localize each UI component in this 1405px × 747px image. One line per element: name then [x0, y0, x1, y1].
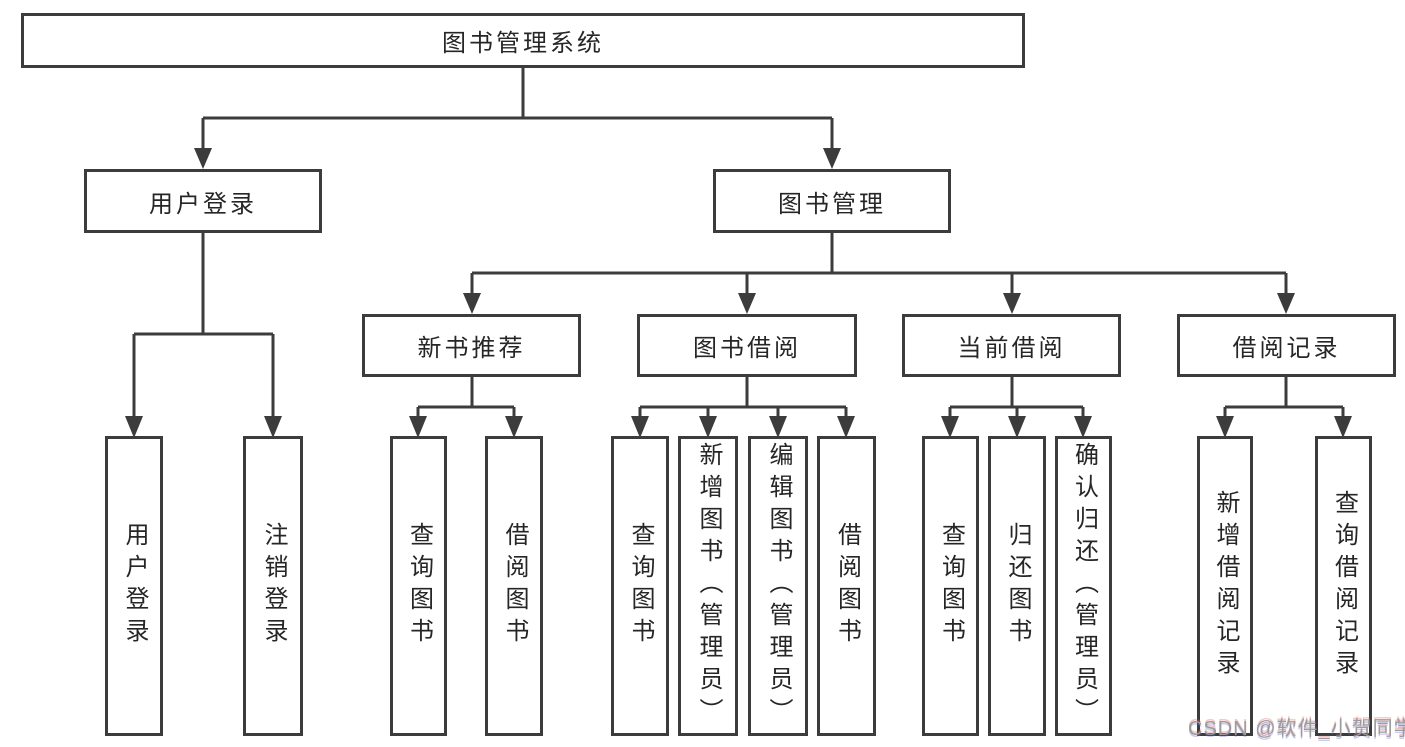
- node-borrow-records-label: 借阅记录: [1232, 335, 1341, 362]
- leaf-query-books-recommend: 查询图书: [390, 436, 447, 736]
- node-book-management: 图书管理: [713, 169, 951, 233]
- leaf-user-login-label: 用户登录: [121, 522, 148, 650]
- leaf-borrow-books-recommend: 借阅图书: [485, 436, 543, 736]
- csdn-watermark: CSDN @软件_小贺同学: [1188, 718, 1405, 740]
- node-new-book-recommend: 新书推荐: [362, 314, 581, 377]
- connector-segments: [132, 68, 1345, 417]
- leaf-query-borrow-record-label: 查询借阅记录: [1330, 490, 1358, 682]
- leaf-borrow-books-borrowing-label: 借阅图书: [833, 522, 861, 650]
- leaf-add-borrow-record: 新增借阅记录: [1197, 436, 1253, 736]
- node-user-login-label: 用户登录: [149, 190, 257, 218]
- leaf-return-books-label: 归还图书: [1004, 522, 1031, 650]
- node-user-login: 用户登录: [84, 169, 322, 233]
- leaf-query-books-borrowing-label: 查询图书: [627, 522, 654, 650]
- leaf-borrow-books-borrowing: 借阅图书: [817, 436, 876, 736]
- node-book-borrowing-label: 图书借阅: [693, 335, 801, 362]
- leaf-query-books-current-label: 查询图书: [937, 522, 965, 650]
- node-system-root: 图书管理系统: [21, 13, 1025, 68]
- node-borrow-records: 借阅记录: [1177, 314, 1396, 377]
- node-book-borrowing: 图书借阅: [637, 314, 857, 377]
- node-current-borrowing-label: 当前借阅: [957, 335, 1066, 362]
- node-current-borrowing: 当前借阅: [902, 314, 1121, 377]
- leaf-add-book-admin: 新增图书（管理员）: [678, 436, 738, 736]
- leaf-add-book-admin-label: 新增图书（管理员）: [695, 442, 722, 730]
- leaf-query-books-borrowing: 查询图书: [611, 436, 669, 736]
- leaf-query-books-recommend-label: 查询图书: [405, 522, 433, 650]
- leaf-edit-book-admin: 编辑图书（管理员）: [748, 436, 808, 736]
- leaf-confirm-return-admin-label: 确认归还（管理员）: [1070, 442, 1098, 730]
- node-new-book-recommend-label: 新书推荐: [417, 335, 526, 362]
- leaf-user-login: 用户登录: [105, 436, 163, 736]
- leaf-query-borrow-record: 查询借阅记录: [1315, 436, 1372, 736]
- node-system-root-label: 图书管理系统: [442, 30, 604, 57]
- arrowheads: [125, 148, 1352, 438]
- node-book-management-label: 图书管理: [778, 190, 886, 218]
- leaf-logout: 注销登录: [243, 436, 303, 736]
- leaf-confirm-return-admin: 确认归还（管理员）: [1055, 436, 1112, 736]
- leaf-add-borrow-record-label: 新增借阅记录: [1212, 490, 1239, 682]
- leaf-logout-label: 注销登录: [260, 522, 287, 650]
- leaf-edit-book-admin-label: 编辑图书（管理员）: [765, 442, 792, 730]
- leaf-query-books-current: 查询图书: [922, 436, 979, 736]
- leaf-return-books: 归还图书: [988, 436, 1046, 736]
- leaf-borrow-books-recommend-label: 借阅图书: [501, 522, 528, 650]
